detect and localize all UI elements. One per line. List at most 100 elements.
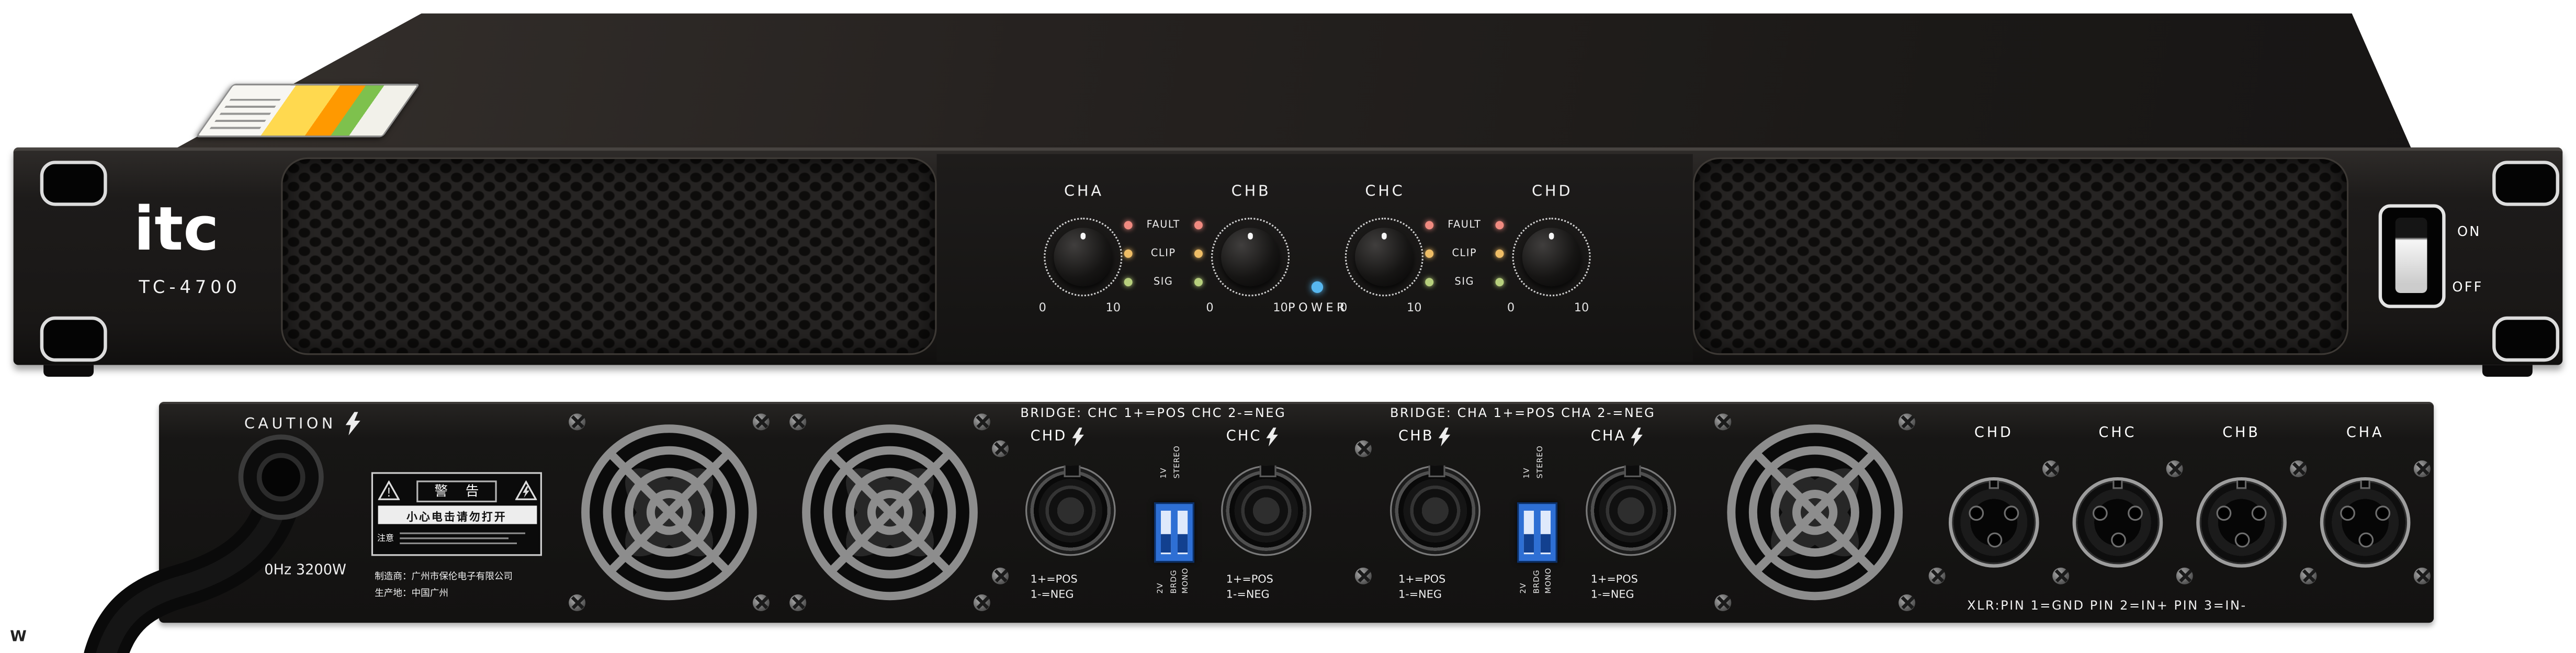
power-cord	[84, 434, 324, 653]
lightning-bolt-icon	[345, 412, 360, 435]
signal-led	[1495, 277, 1504, 286]
dip-toggle[interactable]	[1177, 511, 1188, 555]
warning-title: 警 告	[416, 479, 497, 502]
caution-label: CAUTION	[244, 416, 336, 434]
dip-label: STEREO	[1173, 445, 1182, 479]
dip-labels-top: 1V STEREO	[1161, 445, 1182, 478]
power-switch[interactable]	[2378, 204, 2446, 308]
dip-switch-2[interactable]	[1517, 502, 1557, 563]
model-number: TC-4700	[139, 278, 241, 298]
gain-knob-chb[interactable]	[1211, 218, 1290, 297]
knob-pointer	[1221, 228, 1280, 287]
dip-toggle[interactable]	[1524, 511, 1535, 555]
channel-label-cha: CHA	[1064, 184, 1104, 201]
channel-label-chc: CHC	[1365, 184, 1405, 201]
xlr-latch-notch	[2112, 480, 2123, 489]
clip-led	[1425, 249, 1434, 257]
screw	[1928, 567, 1946, 584]
speakon-output-cha	[1586, 465, 1676, 556]
screw	[1354, 567, 1372, 584]
screw	[2176, 567, 2193, 584]
dip-label: 1V	[1523, 467, 1532, 479]
gain-knob-cha[interactable]	[1044, 218, 1123, 297]
speakon-output-chd	[1025, 465, 1116, 556]
screw	[1899, 413, 1916, 431]
scale-min: 0	[1507, 301, 1515, 315]
screw	[1714, 594, 1732, 611]
dip-label: 2V	[1157, 582, 1166, 594]
gain-knob-chc[interactable]	[1345, 218, 1423, 297]
rear-channel-text: CHC	[1226, 429, 1262, 446]
dip-label: STEREO	[1536, 445, 1545, 479]
screw	[569, 594, 586, 611]
fault-label: FAULT	[1146, 218, 1180, 230]
clip-label: CLIP	[1452, 247, 1477, 259]
warning-fine-print	[399, 529, 536, 547]
fault-led	[1124, 220, 1133, 229]
dip-switch-1[interactable]	[1154, 502, 1194, 563]
manufacturer-text: 制造商：广州市保伦电子有限公司	[375, 572, 513, 583]
dip-label: 1V	[1160, 467, 1169, 479]
dip-toggle[interactable]	[1540, 511, 1550, 555]
scale-min: 0	[1206, 301, 1214, 315]
screw	[2413, 460, 2431, 477]
chassis-foot	[2482, 365, 2533, 377]
certification-sticker-icon	[195, 84, 421, 138]
knob-pointer	[1354, 228, 1414, 287]
polarity-label: 1+=POS 1-=NEG	[1031, 572, 1078, 603]
dip-labels-bottom: 2V BRDG MONO	[1158, 568, 1191, 594]
fault-label: FAULT	[1448, 218, 1482, 230]
xlr-latch-notch	[2360, 480, 2370, 489]
power-label: POWER	[1288, 301, 1349, 315]
power-rocker[interactable]	[2395, 218, 2427, 293]
bridge-info-2: BRIDGE: CHA 1+=POS CHA 2-=NEG	[1390, 405, 1656, 421]
screw	[1354, 440, 1372, 457]
xlr-pin	[2110, 532, 2126, 548]
xlr-latch-notch	[2236, 480, 2247, 489]
clip-led	[1194, 249, 1203, 257]
clip-led	[1124, 249, 1133, 257]
polarity-pos: 1+=POS	[1590, 572, 1638, 586]
screw	[1899, 594, 1916, 611]
signal-led	[1425, 277, 1434, 286]
xlr-latch-notch	[1989, 480, 1999, 489]
polarity-neg: 1-=NEG	[1590, 588, 1634, 601]
xlr-input-chd	[1948, 477, 2039, 568]
xlr-pin	[2357, 532, 2373, 548]
signal-label: SIG	[1154, 275, 1173, 287]
cooling-fan	[798, 420, 982, 604]
origin-text: 生产地：中国广州	[375, 589, 448, 600]
xlr-pin	[2234, 532, 2249, 548]
knob-pointer	[1522, 228, 1581, 287]
warning-triangle-icon: !	[377, 480, 399, 500]
screw	[789, 594, 807, 611]
fault-led	[1495, 220, 1504, 229]
fault-led	[1425, 220, 1434, 229]
xlr-pin	[1969, 505, 1984, 521]
signal-led	[1194, 277, 1203, 286]
power-rating: 0Hz 3200W	[264, 562, 346, 580]
dip-toggle[interactable]	[1161, 511, 1172, 555]
dip-labels-top: 1V STEREO	[1524, 445, 1545, 478]
xlr-pin	[2004, 505, 2019, 521]
chassis-foot	[43, 365, 94, 377]
polarity-neg: 1-=NEG	[1398, 588, 1442, 601]
led-cluster-cd: FAULT CLIP SIG	[1425, 216, 1504, 290]
xlr-input-chc	[2072, 477, 2163, 568]
scale-max: 10	[1105, 301, 1121, 315]
xlr-label-chd: CHD	[1974, 425, 2014, 442]
rear-channel-label-chd: CHD	[1031, 427, 1084, 447]
polarity-neg: 1-=NEG	[1030, 588, 1074, 601]
polarity-pos: 1+=POS	[1226, 572, 1273, 586]
rack-mount-hole	[40, 316, 107, 362]
screw	[569, 413, 586, 431]
knob-pointer	[1054, 228, 1113, 287]
polarity-label: 1+=POS 1-=NEG	[1398, 572, 1445, 603]
rear-channel-label-chc: CHC	[1226, 427, 1279, 447]
screw	[789, 413, 807, 431]
screw	[752, 594, 770, 611]
lightning-bolt-icon	[1631, 427, 1643, 447]
xlr-pin	[2128, 505, 2143, 521]
gain-knob-chd[interactable]	[1512, 218, 1591, 297]
power-led	[1311, 281, 1324, 293]
